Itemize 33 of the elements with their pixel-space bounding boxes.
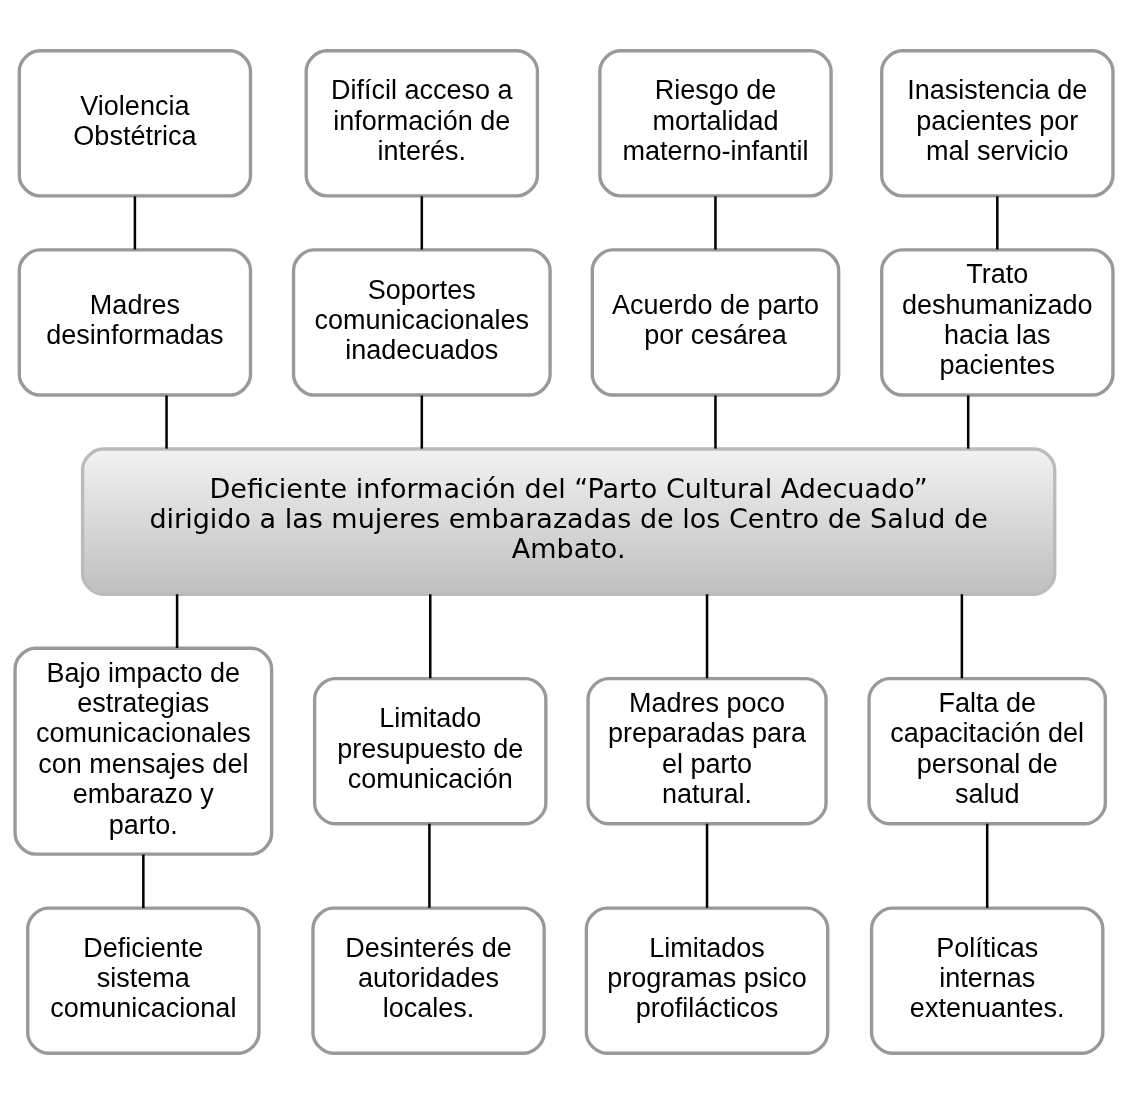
node-box: Políticas internas extenuantes. xyxy=(869,905,1105,1055)
node-box: Limitado presupuesto de comunicación xyxy=(312,676,548,825)
connector xyxy=(142,854,145,908)
node-box: Deficiente sistema comunicacional xyxy=(26,905,261,1055)
connector xyxy=(165,395,168,449)
connector xyxy=(420,395,424,449)
connector xyxy=(428,823,431,908)
node-box: Desinterés de autoridades locales. xyxy=(311,905,546,1055)
node-box: Limitados programas psico profilácticos xyxy=(584,905,830,1055)
node-box: Trato deshumanizado hacia las pacientes xyxy=(880,247,1115,397)
connector xyxy=(960,593,964,678)
node-box: Deficiente información del “Parto Cultural Adecuado” dirigido a las mujeres embarazadas de los Centro de Salud de Ambato. xyxy=(80,446,1057,596)
connector xyxy=(705,593,709,678)
node-box: Riesgo de mortalidad materno-infantil xyxy=(598,48,833,198)
node-box: Bajo impacto de estrategias comunicacionales con mensajes del embarazo y parto. xyxy=(13,646,274,856)
connector xyxy=(705,823,709,908)
connector xyxy=(420,195,424,249)
connector xyxy=(175,593,179,648)
node-box: Acuerdo de parto por cesárea xyxy=(590,247,841,397)
node-box: Difícil acceso a información de interés. xyxy=(304,48,540,198)
connector xyxy=(429,593,432,678)
connector xyxy=(966,395,970,449)
connector xyxy=(714,195,717,249)
node-box: Falta de capacitación del personal de salud xyxy=(867,676,1107,825)
node-box: Soportes comunicacionales inadecuados xyxy=(291,247,552,397)
connector xyxy=(714,395,717,449)
connector xyxy=(133,195,137,249)
node-box: Madres desinformadas xyxy=(17,247,253,397)
connector xyxy=(996,195,999,249)
connector xyxy=(985,823,989,908)
node-box: Violencia Obstétrica xyxy=(17,48,253,198)
node-box: Inasistencia de pacientes por mal servicio xyxy=(880,48,1115,198)
node-box: Madres poco preparadas para el parto natural. xyxy=(586,676,828,825)
